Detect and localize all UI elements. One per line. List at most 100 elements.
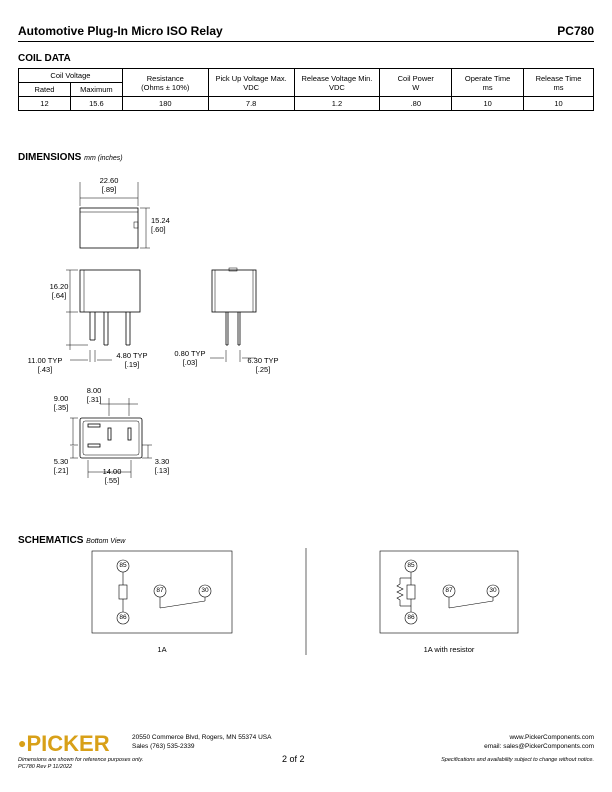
dim-bottom-a-mm: 9.00: [53, 394, 69, 403]
resistance-value: 180: [121, 96, 209, 111]
pickup-header: Pick Up Voltage Max. VDC: [207, 68, 295, 97]
pickup-unit: VDC: [243, 82, 260, 92]
release-voltage-unit: VDC: [329, 82, 345, 92]
dim-pin-width-mm: 4.80 TYP: [116, 351, 148, 360]
dimensions-units: mm (inches): [84, 155, 123, 162]
schematics-heading: SCHEMATICS Bottom View: [18, 535, 125, 546]
dimensions-title: DIMENSIONS: [18, 152, 82, 163]
dim-top-width-in: [.89]: [101, 185, 117, 194]
sales-phone: Sales (763) 535-2339: [132, 743, 195, 750]
page-number: 2 of 2: [282, 754, 305, 764]
operate-time-header: Operate Time ms: [451, 68, 525, 97]
spec-note: Specifications and availability subject …: [441, 757, 594, 763]
dim-top-width: 22.60 [.89]: [96, 176, 122, 194]
dim-top-width-mm: 22.60: [99, 176, 119, 185]
maximum-value: 15.6: [69, 96, 123, 111]
logo-mark-icon: ●: [18, 735, 27, 751]
dim-bottom-a-in: [.35]: [53, 403, 69, 412]
schematics-title: SCHEMATICS: [18, 535, 84, 546]
dim-bottom-c-in: [.21]: [53, 466, 69, 475]
terminal-87-right: 87: [445, 587, 453, 594]
dim-pin-thickness: 0.80 TYP [.03]: [170, 349, 210, 367]
dim-bottom-b-mm: 8.00: [86, 386, 102, 395]
dimensions-heading: DIMENSIONS mm (inches): [18, 152, 123, 163]
dim-bottom-e: 3.30 [.13]: [151, 457, 173, 475]
dim-pin-length: 11.00 TYP [.43]: [24, 356, 66, 374]
dim-pin-width-in: [.19]: [124, 360, 140, 369]
address-line: 20550 Commerce Blvd, Rogers, MN 55374 US…: [132, 734, 272, 741]
page-header: Automotive Plug-In Micro ISO Relay PC780: [18, 22, 594, 42]
coil-data-table: Coil Voltage Resistance (Ohms ± 10%) Pic…: [18, 68, 594, 111]
terminal-30-right: 30: [489, 587, 497, 594]
dim-pin-width: 4.80 TYP [.19]: [112, 351, 152, 369]
relay-end-view: [211, 269, 257, 313]
footer-notes: Dimensions are shown for reference purpo…: [18, 757, 143, 771]
terminal-85-right: 85: [407, 562, 415, 569]
dim-bottom-d-mm: 14.00: [102, 467, 122, 476]
dim-pin-thickness-in: [.03]: [182, 358, 198, 367]
release-time-unit: ms: [553, 82, 564, 92]
dim-top-height-in: [.60]: [151, 225, 166, 234]
terminal-86-left: 86: [119, 614, 127, 621]
dim-bottom-c-mm: 5.30: [53, 457, 69, 466]
dim-side-height-in: [.64]: [51, 291, 67, 300]
dim-pin-length-mm: 11.00 TYP: [27, 356, 63, 365]
schematics-view: Bottom View: [86, 538, 126, 545]
dim-bottom-b: 8.00 [.31]: [83, 386, 105, 404]
dim-bottom-a: 9.00 [.35]: [50, 394, 72, 412]
dim-bottom-b-in: [.31]: [86, 395, 102, 404]
resistance-label: Resistance: [146, 73, 184, 83]
dim-pin-spacing: 6.30 TYP [.25]: [243, 356, 283, 374]
dim-bottom-c: 5.30 [.21]: [50, 457, 72, 475]
resistance-header: Resistance (Ohms ± 10%): [121, 68, 209, 97]
release-time-header: Release Time ms: [523, 68, 594, 97]
schematic-1a-resistor-caption: 1A with resistor: [423, 645, 475, 654]
relay-bottom-view: [79, 417, 143, 459]
schematic-1a-caption: 1A: [157, 645, 167, 654]
schematic-1a: [91, 550, 233, 634]
part-number: PC780: [557, 24, 594, 38]
resistance-unit: (Ohms ± 10%): [141, 82, 190, 92]
release-voltage-label: Release Voltage Min.: [301, 73, 373, 83]
picker-logo: ●PICKER: [18, 731, 110, 757]
coil-data-heading: COIL DATA: [18, 53, 71, 64]
footer-address: 20550 Commerce Blvd, Rogers, MN 55374 US…: [132, 733, 271, 751]
reference-note: Dimensions are shown for reference purpo…: [18, 757, 144, 763]
footer-contact: www.PickerComponents.com email: sales@Pi…: [484, 733, 594, 751]
operate-time-label: Operate Time: [464, 73, 511, 83]
revision-note: PC780 Rev P 11/2022: [18, 764, 73, 770]
email-link[interactable]: email: sales@PickerComponents.com: [484, 743, 594, 750]
pickup-label: Pick Up Voltage Max.: [215, 73, 287, 83]
product-title: Automotive Plug-In Micro ISO Relay: [18, 24, 223, 38]
dim-bottom-e-in: [.13]: [154, 466, 170, 475]
coil-power-unit: W: [412, 82, 420, 92]
release-voltage-value: 1.2: [293, 96, 381, 111]
dim-bottom-d-in: [.55]: [104, 476, 120, 485]
release-time-value: 10: [523, 96, 594, 111]
dim-side-height-mm: 16.20: [49, 282, 69, 291]
dim-pin-thickness-mm: 0.80 TYP: [174, 349, 206, 358]
terminal-85-left: 85: [119, 562, 127, 569]
release-time-label: Release Time: [535, 73, 582, 83]
schematic-1a-resistor: [379, 550, 519, 634]
terminal-86-right: 86: [407, 614, 415, 621]
operate-time-unit: ms: [482, 82, 493, 92]
dim-bottom-d: 14.00 [.55]: [99, 467, 125, 485]
website-link[interactable]: www.PickerComponents.com: [509, 734, 594, 741]
dim-pin-length-in: [.43]: [37, 365, 53, 374]
dim-side-height: 16.20 [.64]: [46, 282, 72, 300]
table-row: 12 15.6 180 7.8 1.2 .80 10 10: [18, 96, 594, 111]
dim-pin-spacing-in: [.25]: [255, 365, 271, 374]
terminal-87-left: 87: [156, 587, 164, 594]
relay-top-view: [79, 207, 139, 249]
logo-text: PICKER: [26, 731, 110, 756]
terminal-30-left: 30: [201, 587, 209, 594]
coil-voltage-header: Coil Voltage: [18, 68, 123, 83]
dim-bottom-e-mm: 3.30: [154, 457, 170, 466]
dim-pin-spacing-mm: 6.30 TYP: [247, 356, 279, 365]
relay-side-view: [79, 269, 141, 313]
dim-top-height-mm: 15.24: [151, 216, 170, 225]
coil-power-label: Coil Power: [397, 73, 434, 83]
